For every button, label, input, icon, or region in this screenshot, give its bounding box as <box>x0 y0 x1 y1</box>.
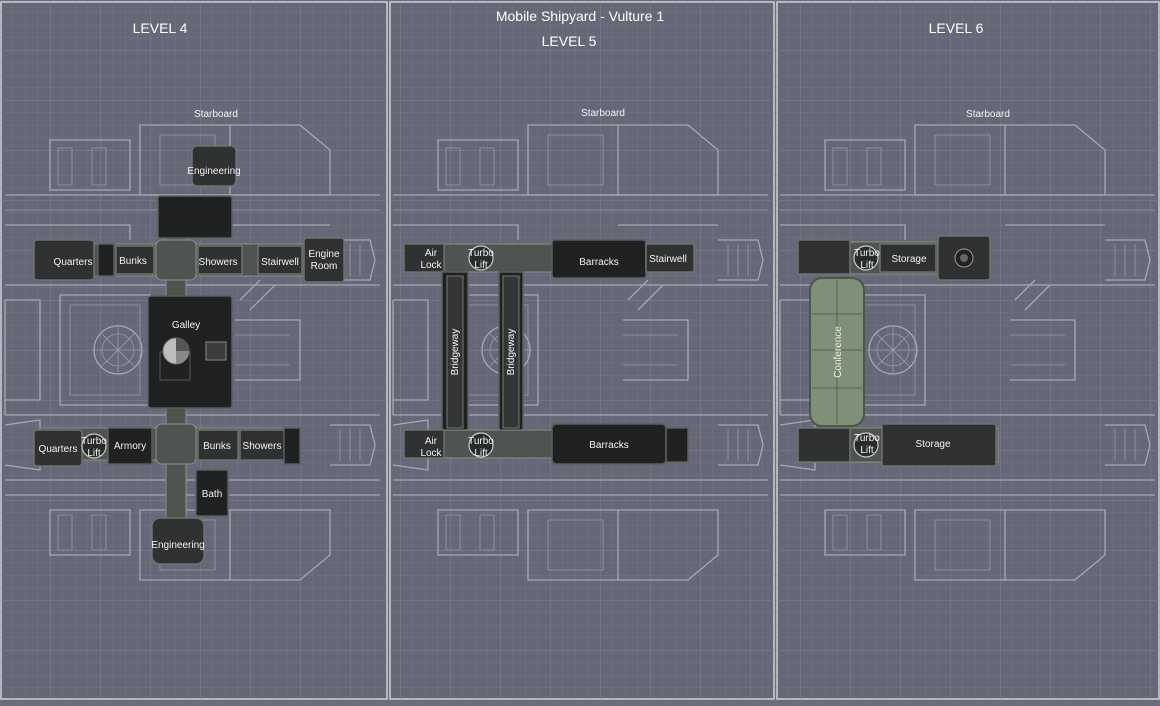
room-quarters-top <box>33 239 95 281</box>
label-stairwell-level-5: Stairwell <box>649 254 687 265</box>
turbo-lift-level-5-top <box>468 245 494 271</box>
label-showers-bottom: Showers <box>243 441 282 452</box>
label-air-lock-bottom-line-1: Air <box>425 436 438 447</box>
level-5-starboard-label: Starboard <box>581 108 625 119</box>
label-storage-bottom: Storage <box>915 439 950 450</box>
room-air-lock-top <box>403 243 445 273</box>
label-barracks-bottom: Barracks <box>589 440 628 451</box>
room-showers-bottom <box>239 429 287 461</box>
label-bunks-top: Bunks <box>119 256 147 267</box>
room-bunk-divider <box>97 243 115 277</box>
label-engineering-top: Engineering <box>187 166 240 177</box>
label-stairwell-level-4: Stairwell <box>261 257 299 268</box>
label-engine-room-line-1: Engine <box>308 249 340 260</box>
label-showers-top: Showers <box>199 257 238 268</box>
label-engine-room-line-2: Room <box>311 261 338 272</box>
room-engineering-bottom <box>151 517 205 565</box>
label-bridgeway-right: Bridgeway <box>506 329 517 376</box>
label-galley: Galley <box>172 320 200 331</box>
level-6-panel <box>776 1 1160 700</box>
label-bridgeway-left: Bridgeway <box>450 329 461 376</box>
label-conference: Conference <box>833 326 844 378</box>
label-quarters-top: Quarters <box>54 257 93 268</box>
label-turbo-lift-level-5-bottom-line-2: Lift <box>474 448 488 459</box>
turbo-lift-level-6-top <box>853 245 879 271</box>
room-engine-room <box>303 237 345 283</box>
label-air-lock-top-line-2: Lock <box>420 260 442 271</box>
level-4-rooms: Engineering Quarters Bunks Showers Stair… <box>33 145 345 565</box>
room-storage-block <box>157 195 233 239</box>
turbo-lift-level-6-bottom <box>853 432 879 458</box>
room-stairwell-level-5 <box>645 243 695 273</box>
level-4-panel <box>0 1 388 700</box>
room-showers-top <box>197 245 243 275</box>
label-barracks-top: Barracks <box>579 257 618 268</box>
label-quarters-bottom: Quarters <box>39 444 78 455</box>
label-turbo-lift-level-6-bottom-line-2: Lift <box>860 445 874 456</box>
room-corridor-top-left <box>797 239 851 275</box>
label-armory: Armory <box>114 441 146 452</box>
room-storage-bottom <box>881 423 997 467</box>
label-turbo-lift-level-4-line-1: Turbo <box>81 436 107 447</box>
label-air-lock-bottom-line-2: Lock <box>420 448 442 459</box>
label-turbo-lift-level-4-line-2: Lift <box>87 448 101 459</box>
room-armory <box>107 427 153 465</box>
room-bunks-top <box>115 245 155 275</box>
label-bunks-bottom: Bunks <box>203 441 231 452</box>
label-turbo-lift-level-5-bottom-line-1: Turbo <box>468 436 494 447</box>
level-6-rooms: Turbo Lift Storage Conference Turbo Lift… <box>797 235 999 467</box>
label-turbo-lift-level-5-top-line-1: Turbo <box>468 248 494 259</box>
turbo-lift-level-5-bottom <box>468 432 494 458</box>
room-engineering-top <box>191 145 237 187</box>
turbo-lift-level-4 <box>81 433 107 459</box>
room-storage-top <box>879 243 937 273</box>
label-turbo-lift-level-6-top-line-1: Turbo <box>854 248 880 259</box>
level-5-rooms: Air Lock Turbo Lift Barracks Stairwell B… <box>403 239 695 465</box>
label-turbo-lift-level-6-top-line-2: Lift <box>860 260 874 271</box>
label-storage-top: Storage <box>891 254 926 265</box>
map-title: Mobile Shipyard - Vulture 1 <box>496 8 665 24</box>
level-6-title: LEVEL 6 <box>929 20 984 36</box>
label-air-lock-top-line-1: Air <box>425 248 438 259</box>
level-5-title: LEVEL 5 <box>542 33 597 49</box>
label-bath: Bath <box>202 489 223 500</box>
label-turbo-lift-level-5-top-line-2: Lift <box>474 260 488 271</box>
room-bath <box>195 469 229 517</box>
level-4-starboard-label: Starboard <box>194 109 238 120</box>
room-air-lock-bottom <box>403 429 445 459</box>
label-engineering-bottom: Engineering <box>151 540 204 551</box>
room-bunks-bottom <box>197 429 239 461</box>
label-turbo-lift-level-6-bottom-line-1: Turbo <box>854 433 880 444</box>
level-4-title: LEVEL 4 <box>133 20 188 36</box>
room-corridor-bottom-left <box>797 427 851 463</box>
room-stairwell-level-4 <box>257 245 303 275</box>
level-6-starboard-label: Starboard <box>966 109 1010 120</box>
